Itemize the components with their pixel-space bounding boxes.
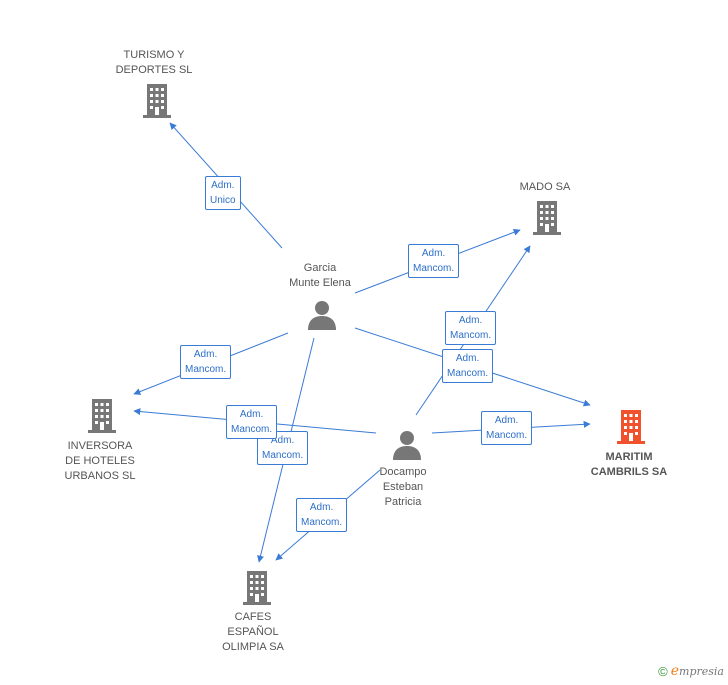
building-icon[interactable]: [531, 201, 563, 235]
node-label-maritim[interactable]: MARITIM CAMBRILS SA: [590, 451, 668, 478]
copyright-symbol: ©: [658, 663, 668, 679]
building-icon[interactable]: [241, 571, 273, 605]
node-label-turismo[interactable]: TURISMO Y DEPORTES SL: [115, 49, 193, 76]
node-label-mado[interactable]: MADO SA: [519, 181, 571, 193]
edge-label-garcia-maritim[interactable]: Adm. Mancom.: [442, 349, 494, 383]
edge-label-docampo-maritim[interactable]: Adm. Mancom.: [481, 411, 533, 445]
person-icon[interactable]: [392, 430, 422, 460]
edge-label-docampo-cafes[interactable]: Adm. Mancom.: [296, 498, 348, 532]
node-label-inversora[interactable]: INVERSORA DE HOTELES URBANOS SL: [64, 440, 136, 482]
edge-label-garcia-inversora[interactable]: Adm. Mancom.: [180, 345, 232, 379]
node-label-cafes[interactable]: CAFES ESPAÑOL OLIMPIA SA: [222, 611, 284, 653]
node-label-docampo[interactable]: Docampo Esteban Patricia: [379, 466, 427, 508]
person-icon[interactable]: [307, 300, 337, 330]
node-label-garcia[interactable]: Garcia Munte Elena: [289, 262, 351, 289]
brand-logo: empresia: [670, 663, 724, 679]
edge-label-docampo-inversora[interactable]: Adm. Mancom.: [226, 405, 278, 439]
edge-label-garcia-mado[interactable]: Adm. Mancom.: [408, 244, 460, 278]
building-icon[interactable]: [615, 410, 647, 444]
building-icon[interactable]: [86, 399, 118, 433]
edge-label-docampo-mado[interactable]: Adm. Mancom.: [445, 311, 497, 345]
edge-label-garcia-turismo[interactable]: Adm. Unico: [205, 176, 241, 210]
empresia-watermark: © empresia: [658, 663, 724, 679]
building-icon[interactable]: [141, 84, 173, 118]
